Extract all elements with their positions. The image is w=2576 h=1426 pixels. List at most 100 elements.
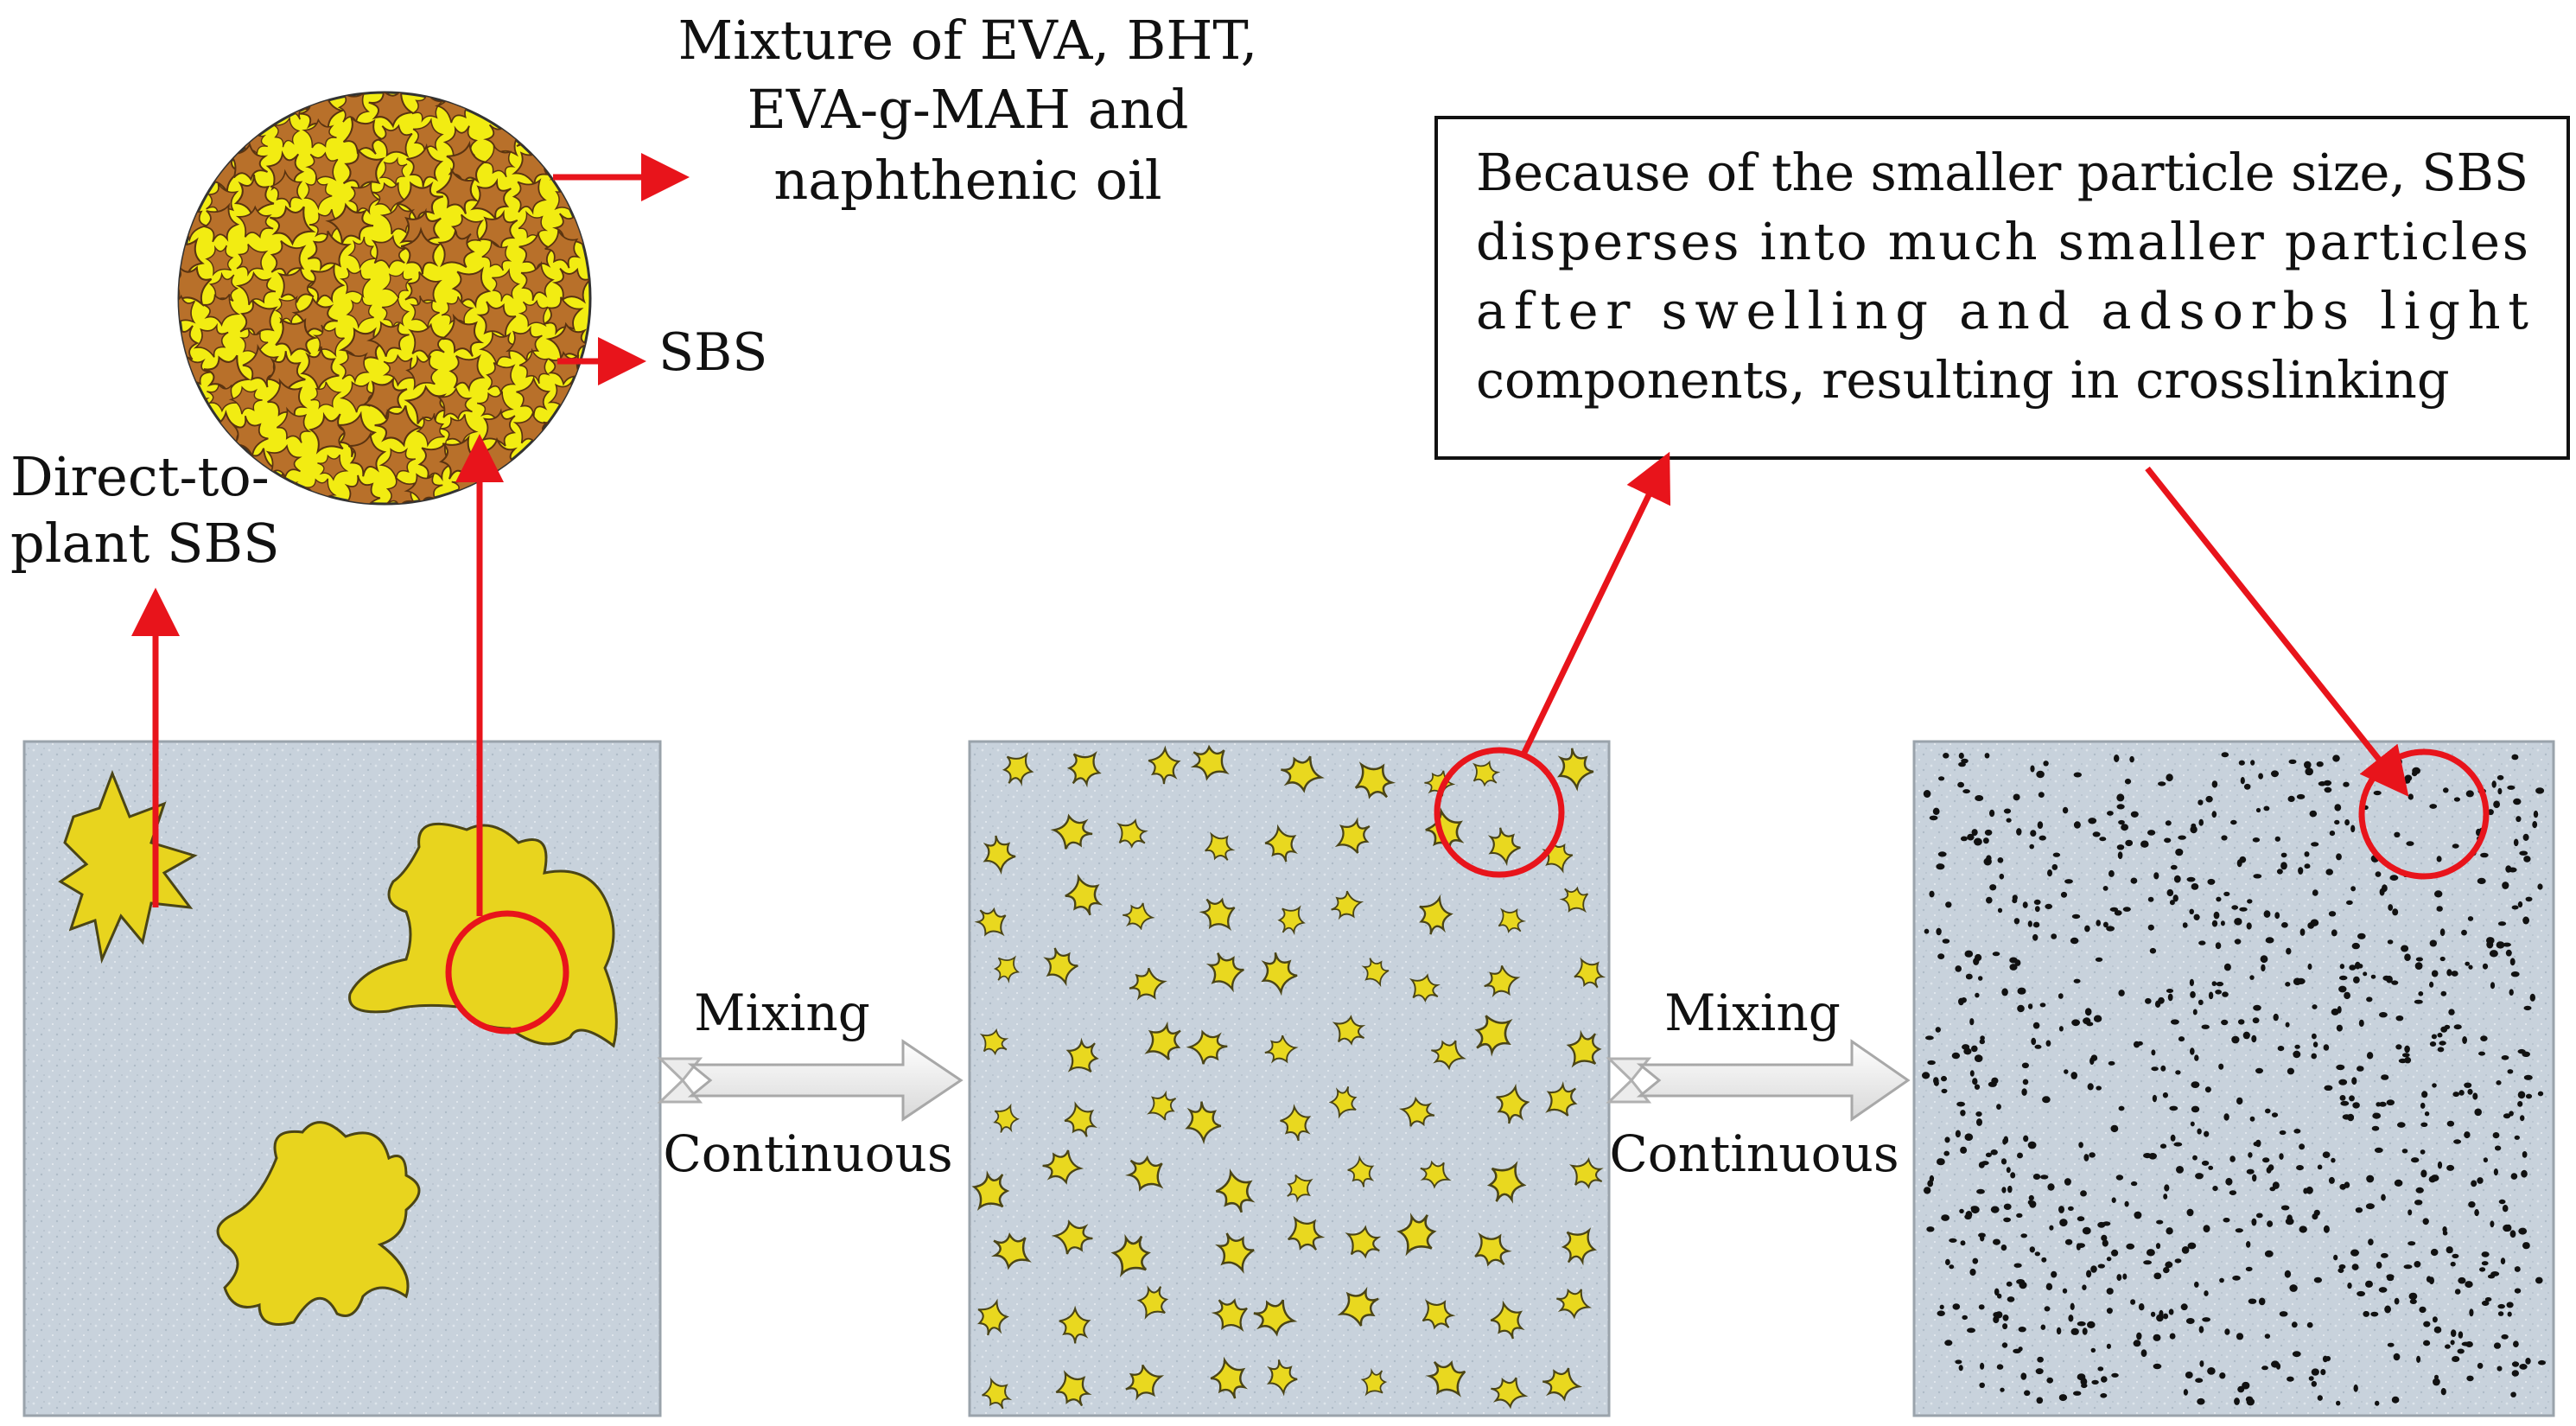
fine-dot xyxy=(2181,1246,2190,1254)
fine-dot xyxy=(2411,1157,2420,1163)
fine-dot xyxy=(2047,869,2052,877)
fine-dot xyxy=(2211,981,2217,986)
fine-dot xyxy=(2239,856,2247,863)
mixing-arrow-1: Mixing Continuous xyxy=(657,984,964,1183)
fine-dot xyxy=(2064,1238,2073,1245)
mixing-arrow-2: Mixing Continuous xyxy=(1606,984,1911,1183)
fine-dot xyxy=(2152,1094,2157,1103)
fine-dot xyxy=(2529,993,2535,1002)
fine-dot xyxy=(2215,990,2223,995)
fine-dot xyxy=(1990,1206,2000,1213)
fine-dot xyxy=(1965,973,1973,980)
fine-dot xyxy=(2351,1264,2359,1270)
fine-dot xyxy=(2444,1024,2451,1029)
fine-dot xyxy=(2434,1374,2439,1380)
fine-dot xyxy=(2299,1225,2307,1233)
fine-dot xyxy=(2403,1264,2413,1270)
fine-dot xyxy=(2277,1046,2285,1052)
fine-dot xyxy=(2306,1321,2313,1328)
fine-dot xyxy=(2258,1297,2266,1306)
callout-line4: components, resulting in crosslinking xyxy=(1476,350,2450,410)
fine-dot xyxy=(1967,833,1975,841)
fine-dot xyxy=(2043,761,2049,767)
fine-dot xyxy=(2483,1157,2488,1163)
fine-dot xyxy=(2149,947,2157,954)
fine-dot xyxy=(2338,985,2347,993)
fine-dot xyxy=(2265,1108,2271,1114)
fine-dot xyxy=(2032,1174,2041,1180)
fine-dot xyxy=(2511,905,2519,910)
fine-dot xyxy=(2511,1361,2520,1367)
fine-dot xyxy=(2082,1284,2087,1290)
fine-dot xyxy=(2124,778,2132,785)
direct-label-line1: Direct-to- xyxy=(10,445,270,508)
fine-dot xyxy=(2089,1152,2096,1158)
fine-dot xyxy=(2225,1177,2233,1186)
fine-dot xyxy=(2446,969,2452,977)
fine-dot xyxy=(2320,1369,2326,1376)
fine-dot xyxy=(2126,1243,2135,1250)
fine-dot xyxy=(2052,852,2061,857)
fine-dot xyxy=(2252,1174,2257,1182)
fine-dot xyxy=(2223,1217,2230,1223)
mixture-label-line3: naphthenic oil xyxy=(773,149,1161,212)
fine-dot xyxy=(2517,901,2523,908)
fine-dot xyxy=(2312,1041,2318,1047)
fine-dot xyxy=(2028,1194,2034,1201)
fine-dot xyxy=(1958,761,1966,767)
fine-dot xyxy=(2353,1384,2358,1392)
fine-dot xyxy=(2492,1132,2500,1139)
fine-dot xyxy=(2099,837,2107,842)
fine-dot xyxy=(2516,816,2522,823)
fine-dot xyxy=(2030,765,2035,773)
fine-dot xyxy=(2156,1219,2164,1225)
swollen-particle xyxy=(197,92,247,137)
fine-dot xyxy=(2255,1213,2263,1219)
fine-dot xyxy=(2351,942,2360,950)
fine-dot xyxy=(1941,1088,1948,1094)
fine-dot xyxy=(2404,953,2411,961)
fine-dot xyxy=(2122,1273,2128,1280)
fine-dot xyxy=(2017,1004,2025,1013)
fine-dot xyxy=(2014,959,2021,966)
fine-dot xyxy=(2171,1019,2179,1025)
fine-dot xyxy=(2310,919,2319,926)
fine-dot xyxy=(2401,1053,2410,1058)
fine-dot xyxy=(2429,939,2437,947)
fine-dot xyxy=(2006,1167,2011,1174)
fine-dot xyxy=(2035,1368,2044,1375)
fine-dot xyxy=(2493,1342,2502,1349)
fine-dot xyxy=(2229,1190,2237,1195)
fine-dot xyxy=(1975,953,1982,962)
fine-dot xyxy=(2482,963,2489,970)
fine-dot xyxy=(1980,1234,1985,1242)
fine-dot xyxy=(2013,793,2020,801)
fine-dot xyxy=(2118,819,2125,825)
fine-dot xyxy=(2156,1314,2164,1322)
fine-dot xyxy=(2324,1085,2333,1092)
fine-dot xyxy=(2166,1227,2173,1235)
fine-dot xyxy=(2016,828,2022,836)
fine-dot xyxy=(2077,1321,2086,1327)
fine-dot xyxy=(2408,1292,2418,1301)
fine-dot xyxy=(2235,1228,2243,1233)
fine-dot xyxy=(2386,1099,2395,1106)
fine-dot xyxy=(2163,1313,2169,1320)
fine-dot xyxy=(1945,1258,1950,1265)
fine-dot xyxy=(1960,1240,1966,1246)
fine-dot xyxy=(2175,848,2184,856)
fine-dot xyxy=(2274,836,2280,842)
fine-dot xyxy=(2387,1276,2395,1282)
fine-dot xyxy=(2304,761,2312,769)
fine-dot xyxy=(2070,1302,2075,1311)
fine-dot xyxy=(2279,1153,2284,1160)
fine-dot xyxy=(2538,1359,2546,1366)
fine-dot xyxy=(2293,1129,2301,1134)
fine-dot xyxy=(2313,1276,2322,1283)
fine-dot xyxy=(1938,776,1945,781)
fine-dot xyxy=(2003,1217,2012,1223)
swollen-particle xyxy=(545,125,580,158)
mixing-label-2: Mixing xyxy=(1664,984,1841,1042)
fine-dot xyxy=(2513,1340,2519,1347)
fine-dot xyxy=(2034,906,2040,913)
